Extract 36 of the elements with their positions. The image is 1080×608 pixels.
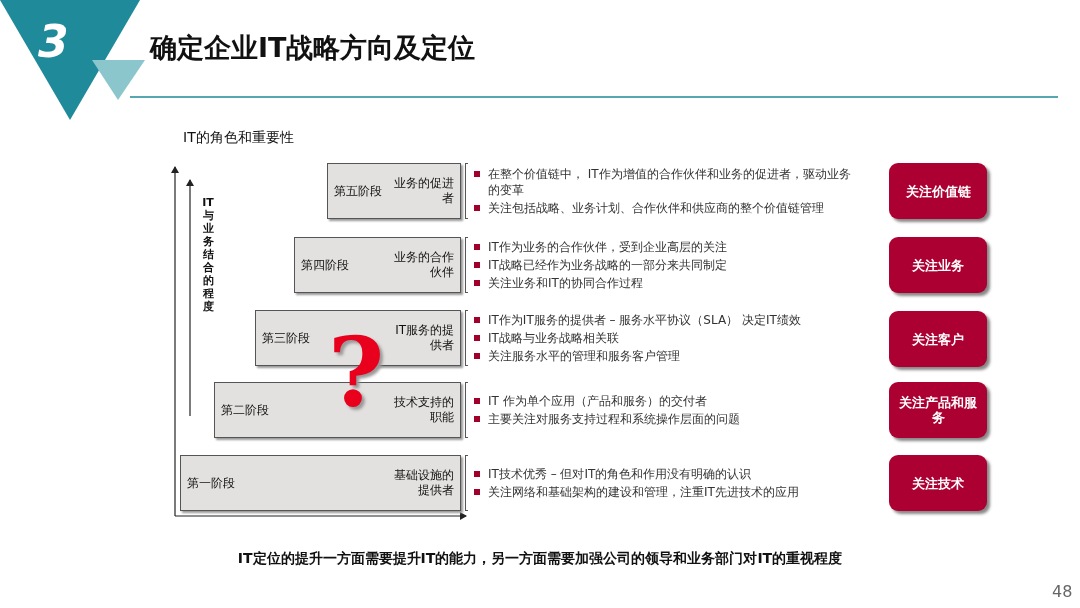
bullet-text: 在整个价值链中， IT作为增值的合作伙伴和业务的促进者，驱动业务的变革 [472, 166, 862, 198]
stage-role: 技术支持的职能 [393, 395, 454, 425]
stage-name: 第五阶段 [334, 182, 382, 200]
focus-box: 关注价值链 [889, 163, 987, 219]
chart-heading: IT的角色和重要性 [183, 129, 294, 147]
stage-name: 第二阶段 [221, 401, 269, 419]
focus-box: 关注产品和服务 [889, 382, 987, 438]
axis-label: IT与业务结合的程度 [201, 196, 215, 313]
bullet-text: IT作为IT服务的提供者 – 服务水平协议（SLA） 决定IT绩效 [472, 312, 862, 328]
stage-box [294, 237, 461, 293]
stage-name: 第三阶段 [262, 329, 310, 347]
focus-box: 关注客户 [889, 311, 987, 367]
stage-role: 基础设施的提供者 [393, 468, 454, 498]
bullet-text: 关注服务水平的管理和服务客户管理 [472, 348, 862, 364]
bullet-text: IT战略与业务战略相关联 [472, 330, 862, 346]
bullet-text: IT作为业务的合作伙伴，受到企业高层的关注 [472, 239, 862, 255]
bullet-text: 关注网络和基础架构的建设和管理，注重IT先进技术的应用 [472, 484, 862, 500]
bullet-text: 关注业务和IT的协同合作过程 [472, 275, 862, 291]
stage-box [180, 455, 461, 511]
slide-title: 确定企业IT战略方向及定位 [150, 31, 476, 65]
caption: IT定位的提升一方面需要提升IT的能力，另一方面需要加强公司的领导和业务部门对IT的重视程度 [236, 550, 844, 568]
bullet-text: IT技术优秀 – 但对IT的角色和作用没有明确的认识 [472, 466, 862, 482]
stage-name: 第四阶段 [301, 256, 349, 274]
focus-box: 关注技术 [889, 455, 987, 511]
focus-box: 关注业务 [889, 237, 987, 293]
stage-role: IT服务的提供者 [394, 323, 454, 353]
stage-name: 第一阶段 [187, 474, 235, 492]
section-number: 3 [38, 16, 69, 67]
stage-role: 业务的合作伙伴 [393, 250, 454, 280]
stage-box [327, 163, 461, 219]
bullet-text: IT战略已经作为业务战略的一部分来共同制定 [472, 257, 862, 273]
bullet-text: 主要关注对服务支持过程和系统操作层面的问题 [472, 411, 862, 427]
bullet-text: 关注包括战略、业务计划、合作伙伴和供应商的整个价值链管理 [472, 200, 862, 216]
page-number: 48 [1052, 582, 1073, 601]
stage-role: 业务的促进者 [393, 176, 454, 206]
bullet-text: IT 作为单个应用（产品和服务）的交付者 [472, 393, 862, 409]
